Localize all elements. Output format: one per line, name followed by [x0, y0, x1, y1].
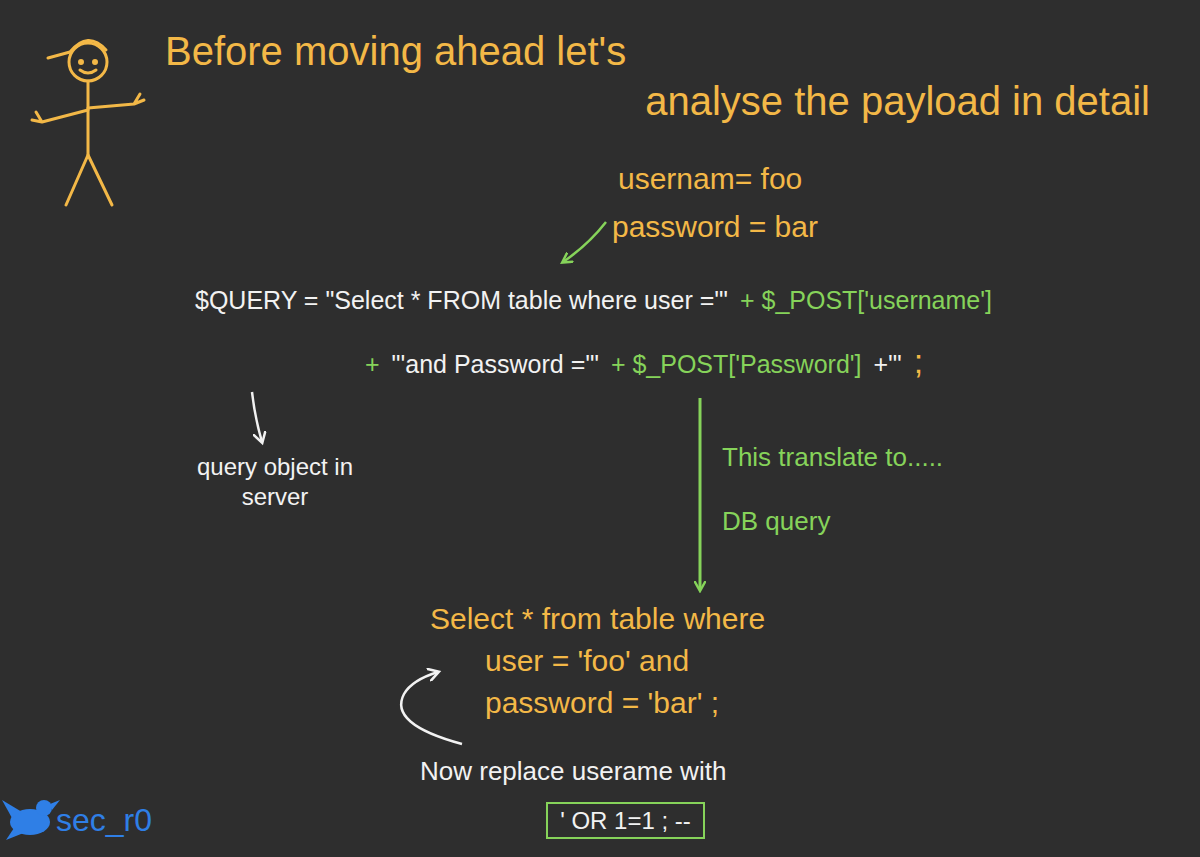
heading-text: Before moving ahead let's analyse the pa…: [165, 29, 1150, 123]
flow-arrow: [699, 398, 702, 590]
code-operator: +: [365, 350, 380, 378]
code-string: $QUERY = "Select * FROM table where user…: [195, 286, 728, 314]
code-line: $QUERY = "Select * FROM table where user…: [195, 282, 1004, 318]
payload-note: password = bar: [612, 208, 818, 246]
db-query: Select * from table where user = 'foo' a…: [430, 598, 785, 724]
code-string: "'and Password ='": [392, 350, 599, 378]
leader-arrow: [563, 222, 606, 262]
annotation: Now replace userame with: [420, 755, 726, 788]
code-input: + $_POST['Password']: [611, 350, 862, 378]
payload-note: usernam= foo: [618, 160, 802, 198]
leader-arrow: [401, 672, 462, 744]
watermark: sec_r0: [56, 800, 152, 840]
code-semicolon: ;: [914, 342, 923, 380]
code-string: +'": [874, 350, 902, 378]
bird-icon: [2, 800, 60, 840]
heading: Before moving ahead let's analyse the pa…: [165, 26, 1150, 126]
code-input: + $_POST['username']: [740, 286, 992, 314]
leader-arrow: [252, 392, 262, 442]
stick-figure: [32, 40, 144, 205]
annotation: This translate to..... DB query: [722, 425, 962, 553]
code-line: + "'and Password ='" + $_POST['Password'] +…: [365, 343, 935, 382]
payload-box: ' OR 1=1 ; --: [546, 802, 705, 839]
annotation: query object in server: [190, 452, 360, 512]
box-text: ' OR 1=1 ; --: [548, 806, 703, 835]
spacer: [650, 26, 1150, 76]
